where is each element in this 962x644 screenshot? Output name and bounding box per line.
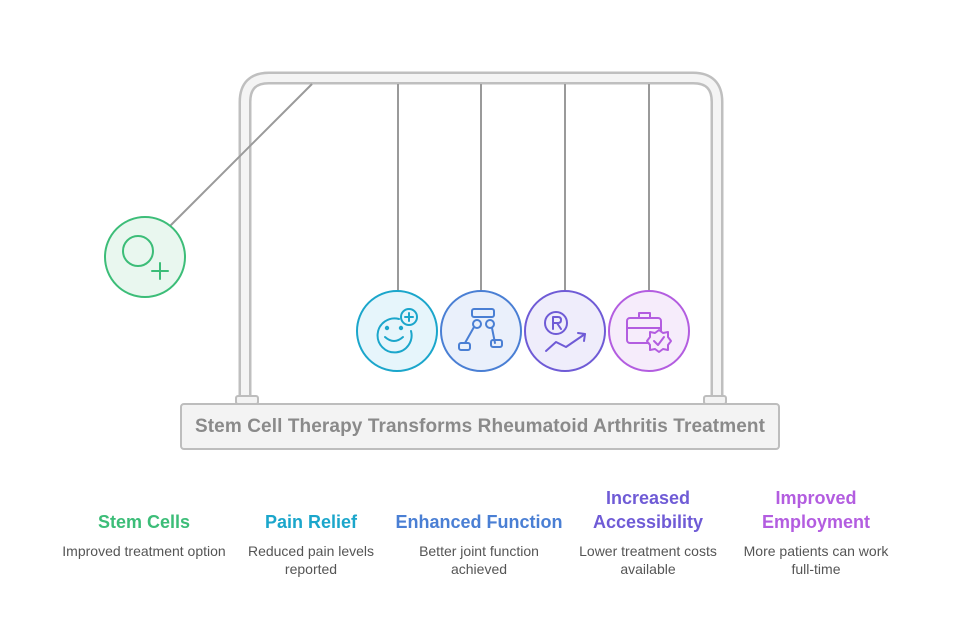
- item-description: Lower treatment costs available: [579, 543, 717, 577]
- briefcase-badge-icon: [626, 312, 672, 353]
- item-title: Pain Relief: [264, 512, 358, 532]
- item-title: Stem Cells: [97, 512, 191, 532]
- item-title: Improved Employment: [761, 488, 871, 532]
- label-enhanced-function: Enhanced Function Better joint function …: [395, 486, 563, 578]
- pendulum-ball-increased-accessibility: [524, 290, 606, 372]
- label-increased-accessibility: Increased Accessibility Lower treatment …: [564, 486, 732, 578]
- item-description: Improved treatment option: [62, 543, 226, 559]
- label-stem-cells: Stem Cells Improved treatment option: [60, 486, 228, 560]
- item-description: Better joint function achieved: [419, 543, 539, 577]
- pendulum-ball-pain-relief: [356, 290, 438, 372]
- pendulum-ball-improved-employment: [608, 290, 690, 372]
- label-pain-relief: Pain Relief Reduced pain levels reported: [227, 486, 395, 578]
- stem-cell-icon: [122, 235, 169, 280]
- item-description: Reduced pain levels reported: [247, 543, 375, 577]
- diagram-title: Stem Cell Therapy Transforms Rheumatoid …: [194, 415, 766, 437]
- pendulum-string-1: [168, 83, 313, 228]
- title-banner: Stem Cell Therapy Transforms Rheumatoid …: [180, 403, 780, 450]
- item-title: Enhanced Function: [395, 512, 563, 532]
- item-description: More patients can work full-time: [743, 543, 889, 577]
- pendulum-ball-enhanced-function: [440, 290, 522, 372]
- pendulum-ball-stem-cells: [104, 216, 186, 298]
- robotic-arm-icon: [458, 308, 503, 351]
- smiley-plus-icon: [376, 308, 418, 354]
- label-improved-employment: Improved Employment More patients can wo…: [732, 486, 900, 578]
- item-title: Increased Accessibility: [592, 488, 704, 532]
- cost-trend-icon: [544, 311, 586, 352]
